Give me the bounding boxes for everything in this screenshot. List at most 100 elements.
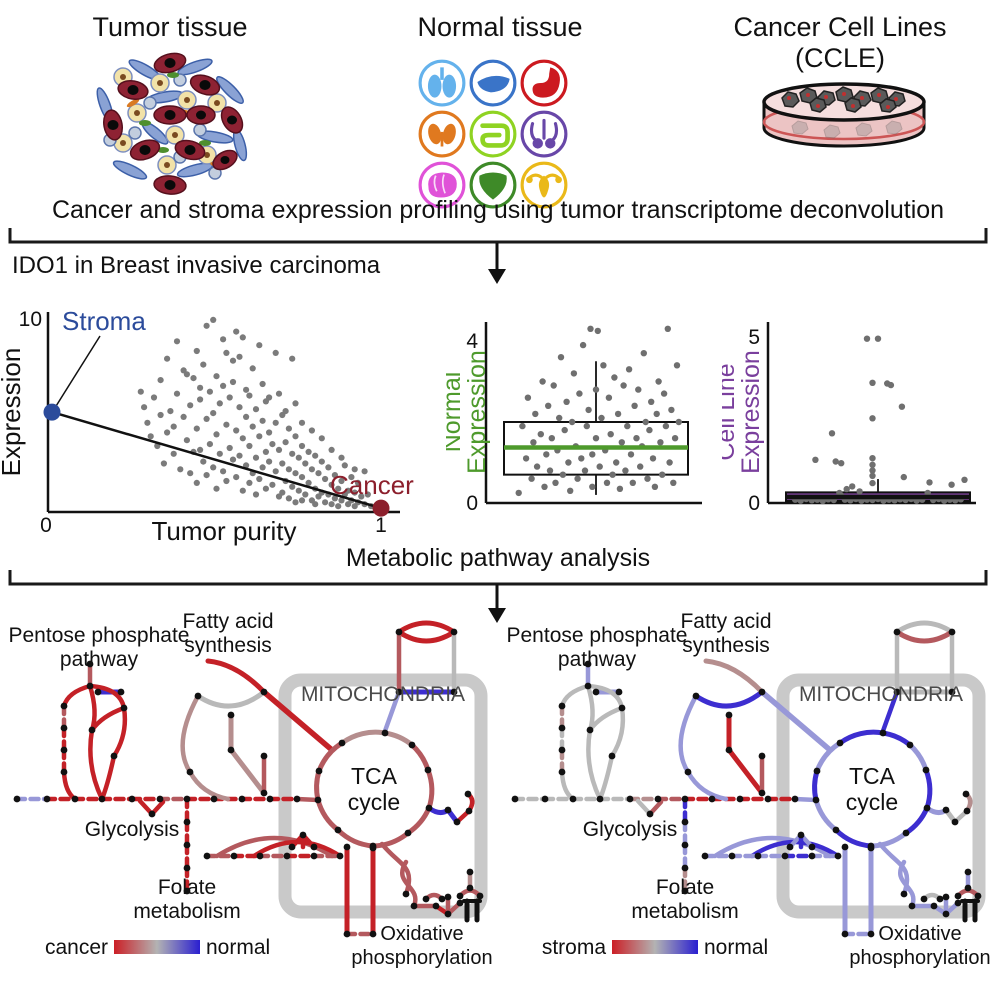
- data-point: [259, 464, 266, 471]
- data-point: [206, 441, 213, 448]
- pathway-node: [381, 729, 389, 737]
- y-tick-label: 0: [748, 492, 760, 515]
- pathway-node: [343, 930, 351, 938]
- pathway-node: [962, 790, 970, 798]
- data-point: [223, 421, 230, 428]
- pathway-edge: [396, 629, 457, 644]
- pathway-node: [900, 890, 908, 898]
- pathway-node: [194, 692, 202, 700]
- data-point: [543, 451, 550, 458]
- pathway-node: [227, 711, 235, 719]
- glycolysis-label: Glycolysis: [85, 818, 180, 841]
- pathway-edge: [294, 796, 321, 803]
- data-point: [613, 459, 620, 466]
- pathway-node: [936, 895, 944, 903]
- pathway-edge: [261, 689, 335, 753]
- tca-label: TCA: [351, 763, 398, 789]
- data-point: [649, 455, 657, 462]
- data-point: [289, 450, 296, 457]
- pathway-node: [586, 726, 594, 734]
- data-point: [295, 487, 302, 494]
- pathway-node: [186, 768, 194, 776]
- pathway-node: [476, 892, 484, 900]
- data-point: [556, 414, 563, 422]
- pathway-node: [450, 688, 458, 696]
- pathway-edge: [99, 753, 117, 802]
- data-point: [574, 475, 581, 482]
- pathway-node: [764, 795, 772, 803]
- data-point: [282, 408, 289, 415]
- y-tick-label: 0: [466, 492, 478, 515]
- legend-right-label: normal: [704, 936, 768, 959]
- pathway-node: [558, 724, 566, 732]
- mitochondria-box: [278, 673, 488, 919]
- data-point: [272, 468, 279, 475]
- data-point: [239, 334, 246, 341]
- data-point: [246, 442, 253, 450]
- data-point: [361, 468, 368, 475]
- ppp-label2: pathway: [60, 648, 139, 671]
- pathway-node: [425, 804, 433, 812]
- data-point: [160, 460, 167, 467]
- pathway-node: [948, 688, 956, 696]
- mitochondria-label: MITOCHONDRIA: [799, 683, 963, 706]
- pathway-node: [922, 766, 930, 774]
- data-point: [200, 361, 207, 368]
- data-point: [592, 386, 600, 393]
- data-point: [193, 479, 200, 486]
- tumor-tissue-illustration: [96, 52, 248, 195]
- pathway-edge: [559, 769, 576, 802]
- pathway-edge: [89, 705, 127, 733]
- pathway-node: [942, 893, 950, 901]
- pathway-node: [98, 795, 106, 803]
- pathway-node: [836, 739, 844, 747]
- data-point: [874, 335, 882, 342]
- data-point: [252, 454, 260, 461]
- pathway-node: [334, 826, 342, 834]
- liver-icon: [469, 59, 517, 107]
- pathway-node: [758, 752, 766, 760]
- y-axis-label: Expression: [737, 350, 765, 474]
- data-point: [233, 328, 240, 335]
- data-point: [657, 439, 664, 446]
- pathway-edge: [587, 705, 625, 733]
- data-point: [243, 413, 250, 420]
- data-point: [576, 390, 583, 397]
- pathway-node: [758, 688, 766, 696]
- pathway-node: [808, 843, 816, 851]
- data-point: [243, 386, 250, 393]
- pathway-node: [681, 887, 689, 895]
- pathway-edge: [585, 683, 595, 733]
- petri-dish-illustration: [762, 82, 926, 148]
- oxphos-label: Oxidative: [380, 923, 463, 945]
- pathway-node: [902, 829, 910, 837]
- data-point: [147, 433, 154, 440]
- data-point: [256, 475, 263, 483]
- ppp-label2: pathway: [558, 648, 637, 671]
- data-point: [869, 455, 876, 462]
- pathway-node: [88, 726, 96, 734]
- cultured-cell-nuclei: [787, 92, 898, 109]
- pathway-edge: [400, 859, 418, 909]
- pathway-node: [812, 796, 820, 804]
- data-point: [262, 448, 269, 455]
- data-point: [545, 402, 552, 409]
- pathway-node: [13, 795, 21, 803]
- data-point: [141, 404, 148, 411]
- pathway-edge: [396, 620, 457, 635]
- pathway-node: [684, 768, 692, 776]
- data-point: [285, 466, 292, 473]
- pathway-node: [867, 844, 875, 852]
- data-point: [252, 406, 260, 413]
- data-point: [364, 491, 371, 498]
- data-point: [863, 335, 871, 342]
- data-point: [926, 479, 933, 486]
- data-point: [812, 456, 819, 463]
- data-point: [328, 446, 335, 453]
- ppp-label: Pentose phosphate: [507, 624, 688, 647]
- data-point: [843, 485, 850, 493]
- down-arrow-2: [488, 584, 506, 623]
- pathway-node: [646, 810, 654, 818]
- tumor-tissue-title: Tumor tissue: [92, 12, 248, 42]
